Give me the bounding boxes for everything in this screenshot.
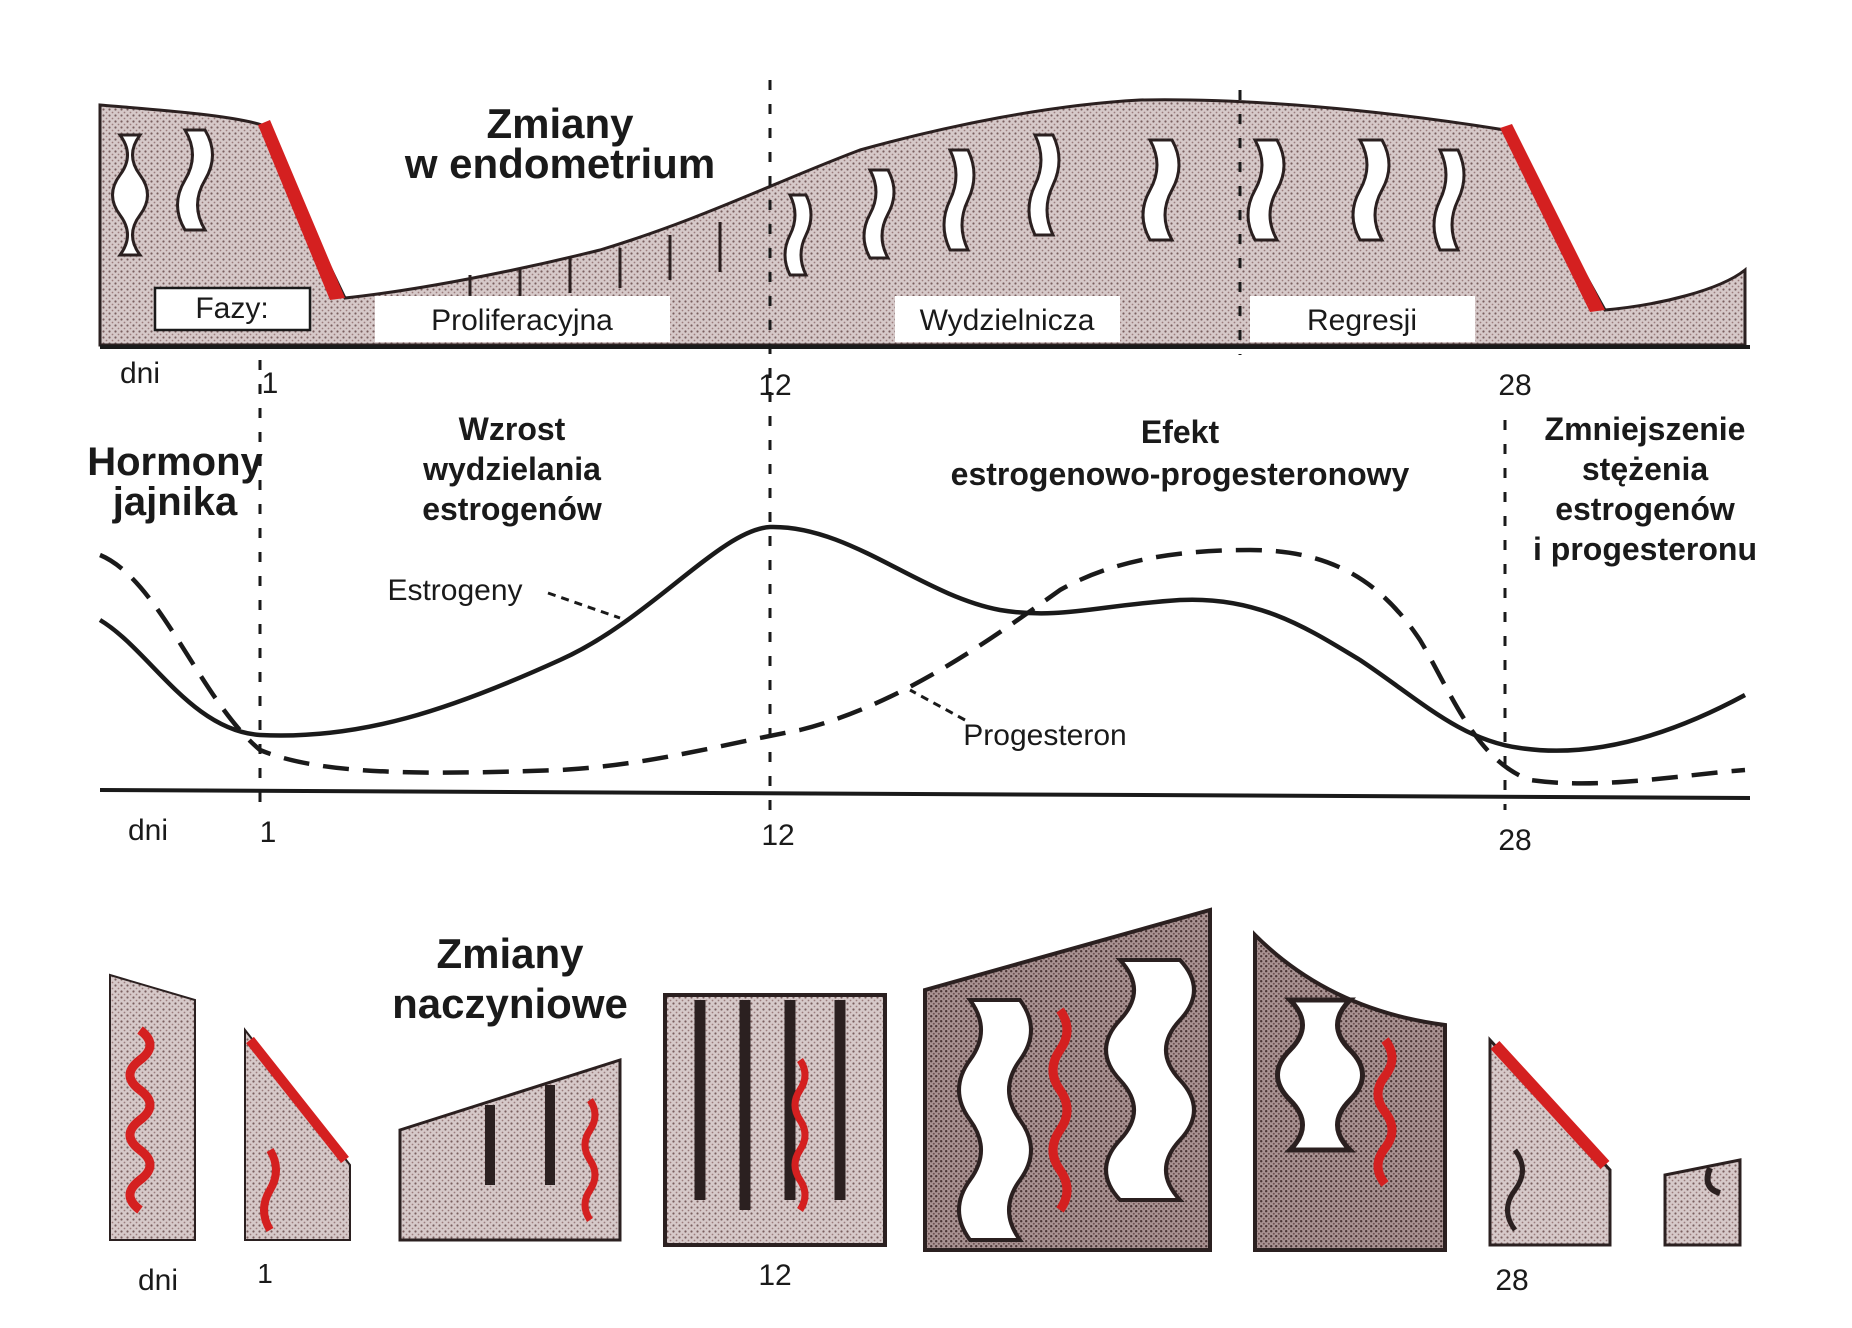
- endometrium-panel: Fazy: Proliferacyjna Wydzielnicza Regres…: [98, 98, 1750, 402]
- vascular-tick-1: 1: [257, 1258, 273, 1289]
- phase-proliferative-box: [375, 296, 670, 342]
- phase-secretory-box: [895, 296, 1120, 342]
- phase2-line1: Efekt: [1141, 414, 1220, 450]
- day-markers: [258, 80, 1507, 810]
- hormones-panel: Hormony jajnika Wzrost wydzielania estro…: [87, 411, 1757, 857]
- hormones-title-line1: Hormony: [87, 440, 263, 484]
- vascular-block-4: [663, 993, 887, 1247]
- progesterone-curve: [99, 547, 1746, 786]
- vascular-block-3: [398, 1057, 622, 1242]
- series-progesteron-label: Progesteron: [963, 719, 1126, 752]
- vascular-panel: Zmiany naczyniowe: [109, 907, 1742, 1297]
- phase-secretory: Wydzielnicza: [920, 304, 1095, 337]
- endometrium-crypts: [468, 222, 722, 300]
- estrogen-leader: [547, 591, 621, 620]
- phase3-line1: Zmniejszenie: [1545, 411, 1746, 447]
- vascular-tick-12: 12: [758, 1259, 791, 1292]
- endometrium-tick-28: 28: [1498, 369, 1531, 402]
- phase1-line3: estrogenów: [422, 491, 602, 527]
- phase2-line2: estrogenowo-progesteronowy: [951, 456, 1410, 492]
- series-estrogen-label: Estrogeny: [387, 574, 522, 607]
- menstruation-red-right: [1500, 124, 1605, 312]
- phase3-line3: estrogenów: [1555, 491, 1735, 527]
- phases-label: Fazy:: [195, 292, 268, 325]
- phase-proliferative: Proliferacyjna: [431, 304, 613, 337]
- hormones-tick-12: 12: [761, 819, 794, 852]
- endometrium-tick-1: 1: [262, 367, 279, 400]
- menstruation-red-left: [258, 120, 345, 300]
- endometrium-days-label: dni: [120, 357, 160, 390]
- hormones-title-line2: jajnika: [112, 480, 238, 524]
- vascular-block-2: [244, 1027, 351, 1241]
- phase1-line1: Wzrost: [459, 411, 566, 447]
- vascular-title-line2: naczyniowe: [392, 980, 628, 1027]
- vascular-block-8: [1663, 1158, 1742, 1247]
- hormones-tick-28: 28: [1498, 824, 1531, 857]
- phase3-line2: stężenia: [1582, 451, 1708, 487]
- phase-regression: Regresji: [1307, 304, 1417, 337]
- phase1-line2: wydzielania: [422, 451, 601, 487]
- hormones-tick-1: 1: [260, 816, 277, 849]
- phase-regression-box: [1250, 296, 1475, 342]
- vascular-block-6: [1253, 930, 1447, 1252]
- hormones-axis: [99, 788, 1751, 800]
- phase3-line4: i progesteronu: [1533, 531, 1757, 567]
- estrogen-curve: [98, 524, 1747, 753]
- progesteron-leader: [909, 688, 966, 722]
- vascular-block-7: [1488, 1036, 1612, 1247]
- vascular-title-line1: Zmiany: [436, 930, 584, 977]
- endometrium-glands: [111, 128, 1466, 277]
- vascular-block-5: [923, 907, 1212, 1252]
- endometrium-title-line1: Zmiany: [486, 100, 634, 147]
- vascular-block-1: [109, 973, 196, 1241]
- vascular-tick-28: 28: [1495, 1264, 1528, 1297]
- vascular-days-label: dni: [138, 1264, 178, 1297]
- hormones-days-label: dni: [128, 814, 168, 847]
- endometrium-title-line2: w endometrium: [404, 140, 715, 187]
- endometrium-tick-12: 12: [758, 369, 791, 402]
- phases-label-box: [153, 286, 312, 332]
